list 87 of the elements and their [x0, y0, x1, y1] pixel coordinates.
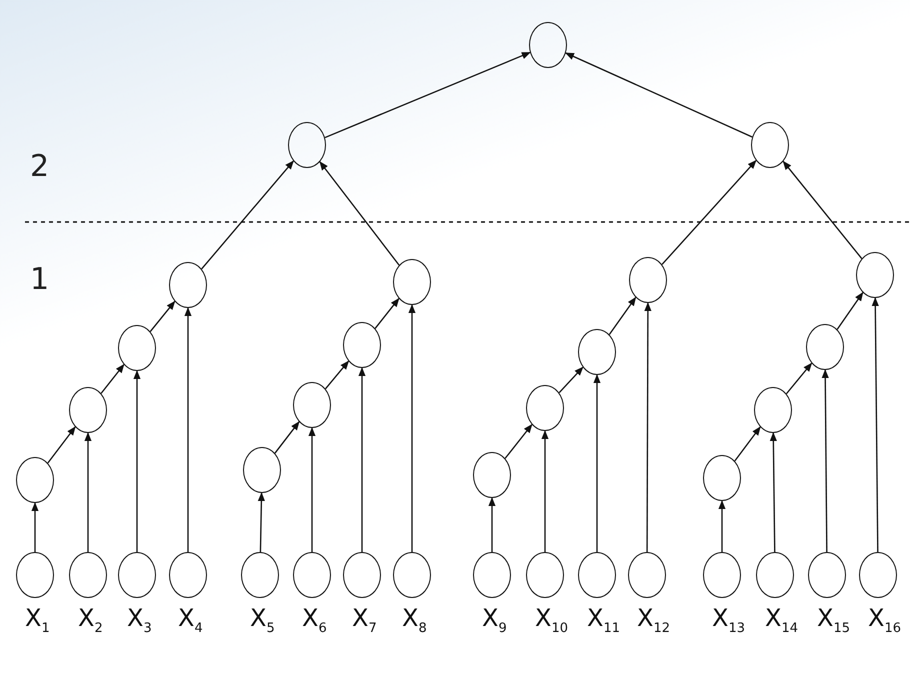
node-circle	[703, 552, 741, 598]
node-circle	[473, 552, 511, 598]
arrow	[488, 497, 496, 552]
node-circle	[118, 325, 156, 371]
arrow	[541, 430, 549, 552]
arrow	[150, 300, 176, 332]
arrow	[564, 52, 752, 138]
node-circle	[169, 262, 207, 308]
node-circle	[808, 552, 846, 598]
arrow	[558, 366, 584, 394]
node-circle	[16, 457, 54, 503]
arrow	[662, 160, 757, 265]
node-circle	[169, 552, 207, 598]
arrow	[319, 161, 400, 266]
arrow	[782, 160, 862, 259]
arrow	[31, 502, 39, 552]
arrow	[184, 307, 192, 552]
node-circle	[526, 552, 564, 598]
node-circle	[629, 257, 667, 303]
arrow	[374, 298, 400, 329]
arrow	[84, 432, 92, 552]
node-circle	[628, 552, 666, 598]
arrow	[872, 297, 879, 552]
arrow	[258, 492, 266, 552]
node-circle	[69, 387, 107, 433]
arrow	[133, 370, 141, 552]
arrow	[822, 369, 829, 552]
node-circle	[473, 452, 511, 498]
arrow	[201, 160, 294, 270]
variable-label: X$_{13}$	[712, 606, 745, 635]
arrow	[100, 364, 124, 394]
variable-label: X$_{10}$	[535, 606, 568, 635]
node-circle	[16, 552, 54, 598]
node-circle	[751, 122, 789, 168]
arrow	[504, 424, 532, 459]
arrow	[593, 374, 601, 552]
arrow	[308, 427, 316, 552]
node-circle	[343, 322, 381, 368]
arrow	[408, 304, 416, 552]
level-number: 2	[30, 152, 50, 182]
node-circle	[526, 385, 564, 431]
node-circle	[529, 22, 567, 68]
node-circle	[293, 382, 331, 428]
arrow	[644, 302, 652, 552]
variable-label: X$_{9}$	[482, 606, 507, 635]
arrow	[608, 296, 636, 335]
variable-label: X$_{15}$	[817, 606, 850, 635]
node-circle	[859, 552, 897, 598]
variable-label: X$_{16}$	[868, 606, 901, 635]
node-circle	[118, 552, 156, 598]
node-circle	[703, 455, 741, 501]
node-circle	[288, 122, 326, 168]
variable-label: X$_{4}$	[178, 606, 203, 635]
arrow	[734, 426, 761, 462]
node-circle	[754, 387, 792, 433]
arrow	[325, 360, 350, 390]
arrow	[786, 362, 812, 394]
variable-label: X$_{1}$	[25, 606, 50, 635]
arrow	[274, 421, 300, 454]
arrow	[47, 426, 76, 464]
arrow	[324, 52, 531, 138]
node-circle	[241, 552, 279, 598]
level-number: 1	[30, 265, 50, 295]
node-circle	[343, 552, 381, 598]
variable-label: X$_{7}$	[352, 606, 377, 635]
variable-label: X$_{3}$	[127, 606, 152, 635]
node-circle	[578, 329, 616, 375]
node-circle	[578, 552, 616, 598]
variable-label: X$_{11}$	[587, 606, 620, 635]
node-circle	[806, 324, 844, 370]
variable-label: X$_{5}$	[250, 606, 275, 635]
node-circle	[756, 552, 794, 598]
arrow	[718, 500, 726, 552]
node-circle	[393, 259, 431, 305]
node-circle	[393, 552, 431, 598]
variable-label: X$_{6}$	[302, 606, 327, 635]
variable-label: X$_{2}$	[78, 606, 103, 635]
node-circle	[69, 552, 107, 598]
node-circle	[243, 447, 281, 493]
variable-label: X$_{12}$	[637, 606, 670, 635]
arrow	[836, 292, 864, 330]
variable-label: X$_{8}$	[402, 606, 427, 635]
arrow	[770, 432, 778, 552]
variable-label: X$_{14}$	[765, 606, 798, 635]
node-circle	[293, 552, 331, 598]
arrow	[358, 367, 366, 552]
node-circle	[856, 252, 894, 298]
